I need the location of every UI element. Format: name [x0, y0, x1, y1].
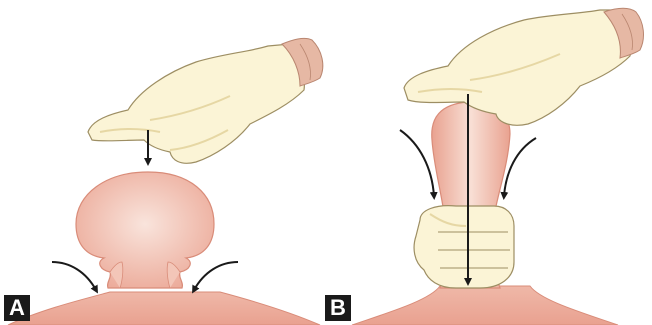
skin-base-b: [352, 286, 618, 325]
panel-a: [8, 38, 323, 325]
curved-arrow-icon: [194, 262, 238, 290]
gloved-fist-icon: [414, 206, 514, 288]
skin-base-a: [8, 292, 320, 325]
prolapse-mass-a: [76, 172, 214, 288]
gloved-hand-icon: [404, 8, 643, 125]
panel-label-b: B: [325, 295, 351, 321]
gloved-hand-icon: [88, 38, 323, 163]
panel-label-a: A: [4, 295, 30, 321]
panel-b: [352, 8, 643, 325]
curved-arrow-icon: [52, 262, 96, 290]
curved-arrow-icon: [400, 130, 434, 196]
